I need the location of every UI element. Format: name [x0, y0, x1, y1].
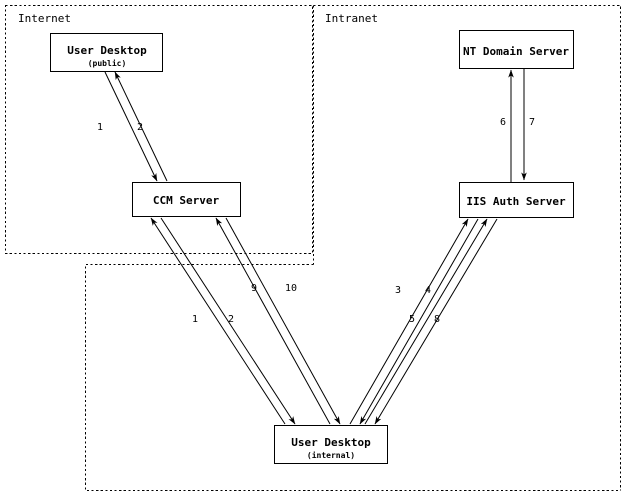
node-user-desktop-public[interactable]: User Desktop (public)	[49, 32, 164, 73]
flow-line-9-internal-to-ccm	[215, 217, 331, 425]
zone-boundary-internet	[4, 4, 314, 255]
node-box-iis-auth-server[interactable]	[458, 181, 575, 219]
node-ccm-server[interactable]: CCM Server	[131, 181, 242, 218]
flow-line-5-internal-to-iis	[364, 218, 488, 425]
zone-label-intranet: Intranet	[325, 12, 378, 25]
flow-group-internal-ccm-910	[215, 217, 341, 425]
edge-label-2-public: 2	[137, 122, 143, 133]
edge-label-3: 3	[395, 285, 401, 296]
flow-group-internal-ccm-12	[150, 217, 296, 425]
flow-line-2-ccm-to-internal	[160, 217, 296, 425]
node-user-desktop-internal[interactable]: User Desktop (internal)	[273, 424, 389, 465]
edge-label-1-public: 1	[97, 122, 103, 133]
flow-group-internal-iis-58	[364, 218, 498, 425]
node-box-nt-domain-server[interactable]	[458, 29, 575, 70]
edge-label-2-internal: 2	[228, 314, 234, 325]
node-iis-auth-server[interactable]: IIS Auth Server	[458, 181, 575, 219]
node-subtitle-user-desktop-public: (public)	[88, 58, 127, 68]
node-title-ccm-server: CCM Server	[153, 194, 220, 207]
flow-line-10-ccm-to-internal	[225, 217, 341, 425]
flow-group-iis-nt	[508, 68, 527, 182]
zone-boundary-intranet	[313, 4, 622, 491]
node-title-iis-auth-server: IIS Auth Server	[466, 195, 566, 208]
node-title-nt-domain-server: NT Domain Server	[463, 45, 569, 58]
node-nt-domain-server[interactable]: NT Domain Server	[458, 29, 575, 70]
node-box-user-desktop-internal[interactable]	[273, 424, 389, 465]
node-box-ccm-server[interactable]	[131, 181, 242, 218]
edge-label-1-internal: 1	[192, 314, 198, 325]
flow-line-1-internal-to-ccm	[150, 217, 286, 425]
edge-label-6: 6	[500, 117, 506, 128]
zone-label-internet: Internet	[18, 12, 71, 25]
zone-boundary-internal	[84, 263, 621, 492]
node-title-user-desktop-public: User Desktop	[67, 44, 147, 57]
edge-label-4: 4	[425, 285, 431, 296]
edge-label-5: 5	[409, 314, 415, 325]
edge-label-10: 10	[285, 283, 297, 294]
flow-line-1-public-to-ccm	[104, 71, 158, 182]
node-subtitle-user-desktop-internal: (internal)	[307, 450, 355, 460]
node-box-user-desktop-public[interactable]	[49, 32, 164, 73]
node-title-user-desktop-internal: User Desktop	[291, 436, 371, 449]
flow-line-8-iis-to-internal	[374, 218, 498, 425]
flow-group-public-ccm	[104, 71, 168, 182]
flow-group-internal-iis-34	[349, 218, 479, 425]
flow-line-2-ccm-to-public	[114, 71, 168, 182]
flow-line-4-iis-to-internal	[359, 218, 479, 425]
edge-label-9: 9	[251, 283, 257, 294]
edge-label-8: 8	[434, 314, 440, 325]
edge-label-7: 7	[529, 117, 535, 128]
flow-line-3-internal-to-iis	[349, 218, 469, 425]
